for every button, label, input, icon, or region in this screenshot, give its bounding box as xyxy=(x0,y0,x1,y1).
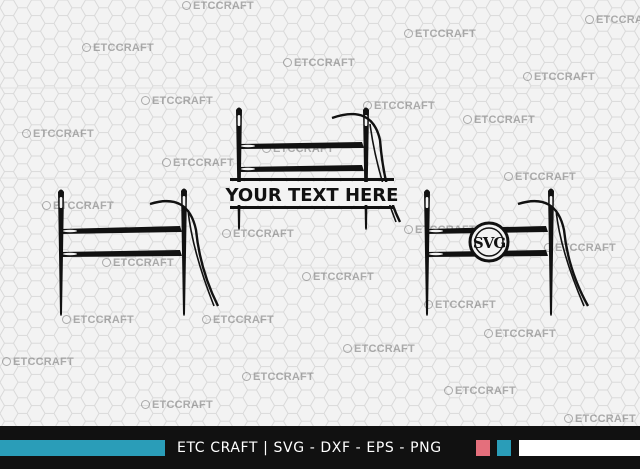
footer-accent-bar-right xyxy=(519,440,640,456)
watermark: ETCCRAFT xyxy=(564,413,636,425)
watermark: ETCCRAFT xyxy=(22,128,94,140)
footer-formats: SVG - DXF - EPS - PNG xyxy=(273,440,442,456)
watermark: ETCCRAFT xyxy=(523,71,595,83)
watermark: ETCCRAFT xyxy=(202,314,274,326)
wood-hexagon-background xyxy=(0,0,640,426)
footer-brand: ETC CRAFT xyxy=(177,440,259,456)
monogram-text: SVG xyxy=(473,234,505,252)
footer-accent-bar-left xyxy=(0,440,165,456)
footer-banner: ETC CRAFT | SVG - DXF - EPS - PNG xyxy=(0,426,640,469)
watermark: ETCCRAFT xyxy=(141,399,213,411)
watermark: ETCCRAFT xyxy=(162,157,234,169)
watermark: ETCCRAFT xyxy=(484,328,556,340)
needle-thread-design-right: SVG xyxy=(424,188,590,316)
watermark: ETCCRAFT xyxy=(62,314,134,326)
watermark: ETCCRAFT xyxy=(585,14,640,26)
watermark: ETCCRAFT xyxy=(504,171,576,183)
watermark: ETCCRAFT xyxy=(444,385,516,397)
needle-thread-design-center: YOUR TEXT HERE xyxy=(225,107,402,230)
banner-text: YOUR TEXT HERE xyxy=(225,185,399,206)
footer-accent-square-teal xyxy=(497,440,511,456)
watermark: ETCCRAFT xyxy=(242,371,314,383)
watermark: ETCCRAFT xyxy=(343,343,415,355)
watermark: ETCCRAFT xyxy=(302,271,374,283)
needle-designs: YOUR TEXT HERE SVG xyxy=(58,107,590,316)
watermark: ETCCRAFT xyxy=(222,228,294,240)
footer-text: ETC CRAFT | SVG - DXF - EPS - PNG xyxy=(177,436,442,460)
needle-thread-design-left xyxy=(58,188,220,316)
watermark: ETCCRAFT xyxy=(141,95,213,107)
footer-accent-square-pink xyxy=(476,440,490,456)
watermark: ETCCRAFT xyxy=(182,0,254,12)
watermark: ETCCRAFT xyxy=(2,356,74,368)
watermark: ETCCRAFT xyxy=(283,57,355,69)
footer-separator: | xyxy=(263,440,269,456)
watermark: ETCCRAFT xyxy=(463,114,535,126)
watermark: ETCCRAFT xyxy=(42,200,114,212)
watermark: ETCCRAFT xyxy=(82,42,154,54)
watermark: ETCCRAFT xyxy=(404,28,476,40)
watermark: ETCCRAFT xyxy=(102,257,174,269)
watermark: ETCCRAFT xyxy=(424,299,496,311)
